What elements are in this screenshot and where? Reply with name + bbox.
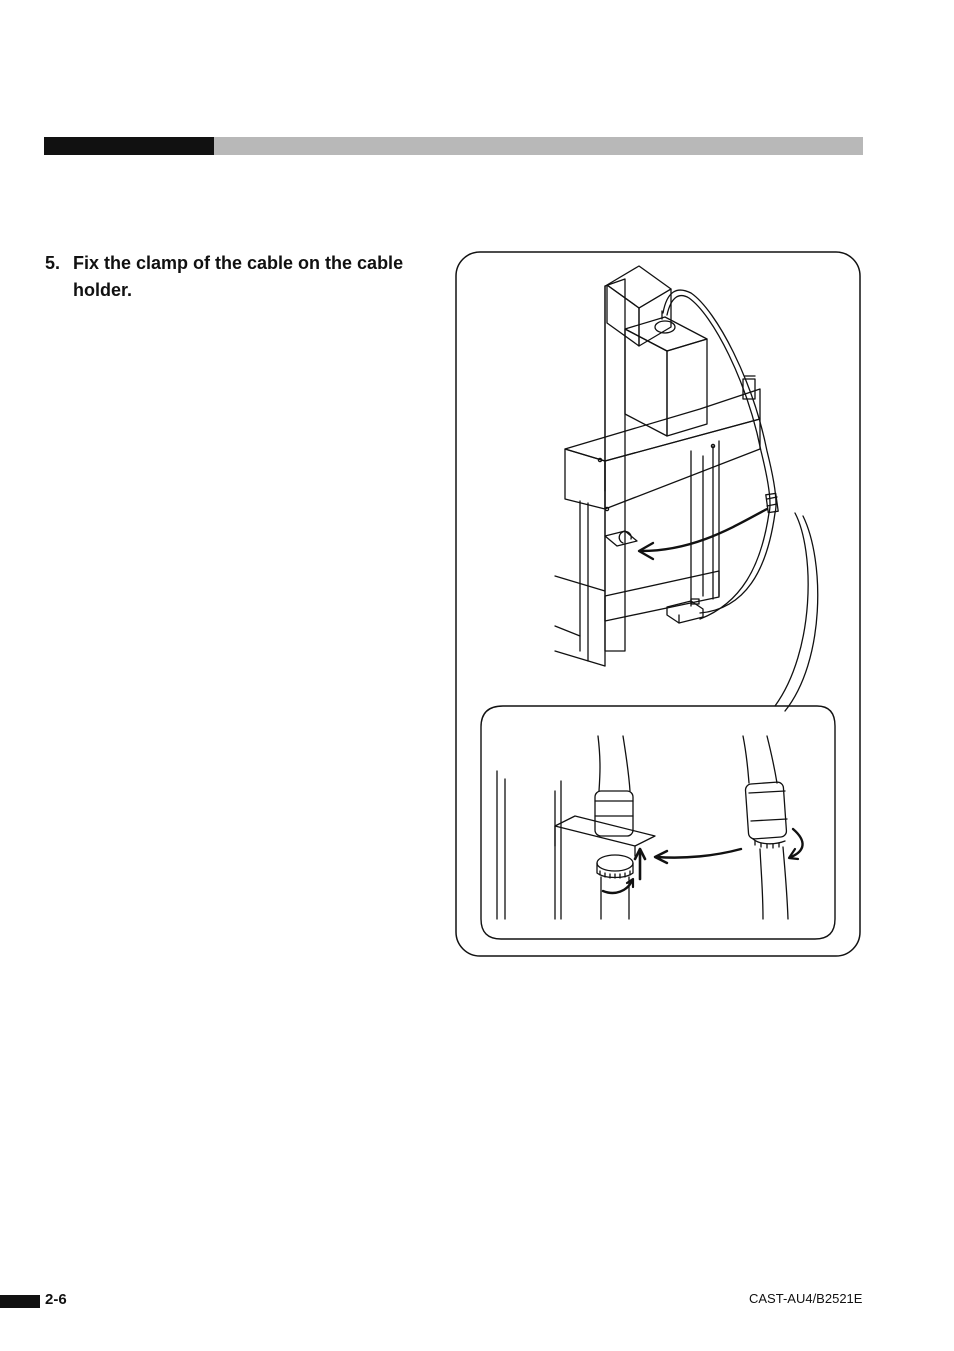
step-number: 5. [45,253,61,273]
step-text: Fix the clamp of the cable on the cable … [73,253,404,300]
footer-bar [0,1295,40,1308]
cable [662,289,777,614]
section-header-bar [44,137,863,155]
cable-clamp [765,492,779,514]
figure-frame [455,251,861,957]
installation-illustration [455,251,861,957]
callout-curve [774,512,809,707]
document-code: CAST-AU4/B2521E [749,1291,863,1306]
section-header-bar-black [44,137,214,155]
detail-inset [480,705,836,940]
stand-drawing [554,265,819,712]
inset-clamp-fixed [594,790,634,837]
cable-holder-bracket [604,530,638,547]
transfer-arrow [655,847,743,859]
inset-clamp-free [744,781,788,840]
rotate-arrow-left [601,879,634,895]
page-number: 2-6 [45,1291,67,1308]
cable-connector-top [654,320,676,334]
move-arrow [639,507,769,553]
rotate-arrow-right [789,827,804,859]
